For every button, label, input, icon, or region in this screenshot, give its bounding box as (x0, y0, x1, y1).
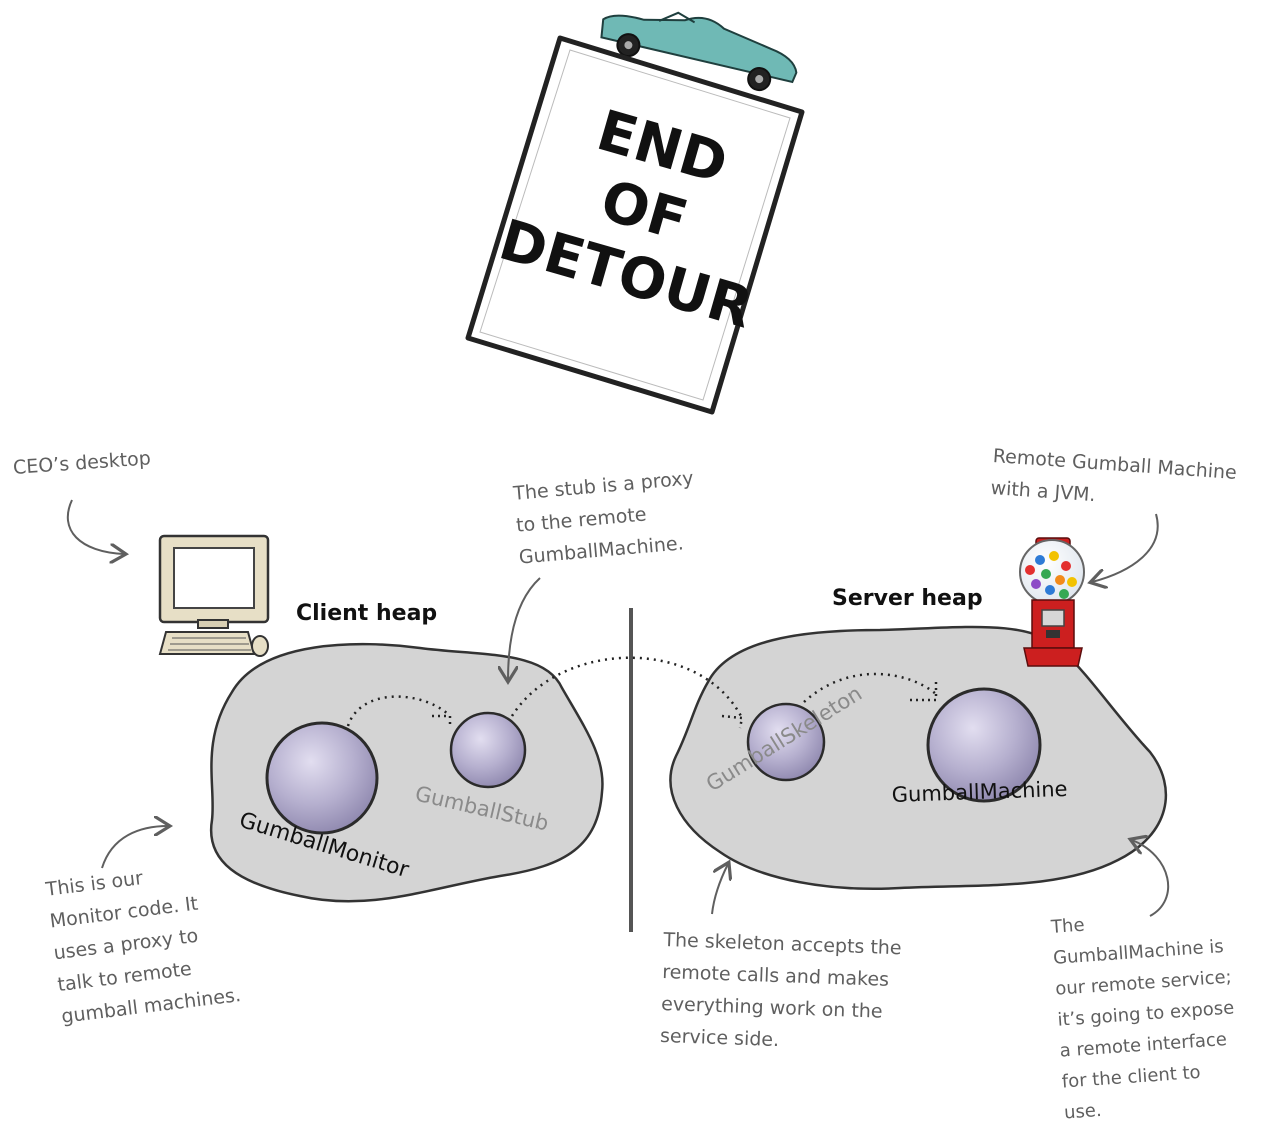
gumball-stub-object (451, 713, 525, 787)
remote-service-note: The GumballMachine is our remote service… (1050, 900, 1242, 1129)
skeleton-arrow (712, 864, 728, 914)
desktop-computer-icon (160, 536, 268, 656)
monitor-code-note: This is our Monitor code. It uses a prox… (44, 852, 243, 1033)
end-of-detour-sign: END OF DETOUR (468, 38, 802, 412)
ceo-arrow (68, 500, 124, 554)
server-heap-title: Server heap (832, 586, 983, 611)
stub-proxy-note: The stub is a proxy to the remote Gumbal… (512, 462, 700, 573)
skeleton-accepts-note: The skeleton accepts the remote calls an… (660, 924, 903, 1060)
client-heap-title: Client heap (296, 601, 437, 626)
remote-machine-arrow (1092, 514, 1158, 582)
gumball-monitor-object (267, 723, 377, 833)
